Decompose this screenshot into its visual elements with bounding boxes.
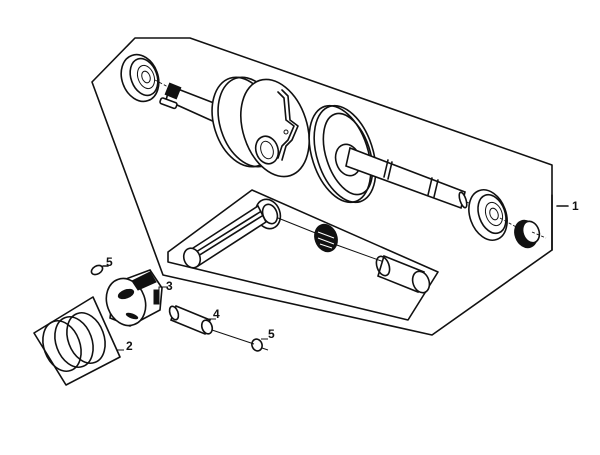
callout-2: 2 [126, 339, 133, 353]
woodruff-key-icon [159, 97, 178, 110]
piston-ring-set-icon [33, 296, 121, 386]
crank-pin-icon [375, 254, 431, 294]
piston-pin-clip-right-icon [251, 338, 269, 352]
connecting-rod-box [167, 189, 439, 321]
callout-5-right: 5 [268, 327, 275, 341]
callout-1: 1 [572, 199, 579, 213]
crankshaft-assembly-outline [91, 37, 569, 336]
piston-pin-clip-left-icon [90, 264, 109, 276]
piston-icon [105, 269, 163, 327]
needle-bearing-icon [314, 223, 338, 253]
left-crank-web-icon [211, 76, 310, 178]
drive-gear-icon [514, 219, 547, 249]
right-bearing-icon [468, 189, 508, 241]
piston-pin-icon [168, 304, 214, 336]
callout-4: 4 [213, 307, 220, 321]
callout-5-left: 5 [106, 255, 113, 269]
left-bearing-icon [120, 53, 160, 103]
right-crank-web-icon [308, 104, 377, 204]
callout-3: 3 [166, 279, 173, 293]
right-crankshaft-shaft [345, 146, 468, 210]
connecting-rod-icon [182, 198, 282, 269]
callout-leaders [117, 286, 268, 351]
